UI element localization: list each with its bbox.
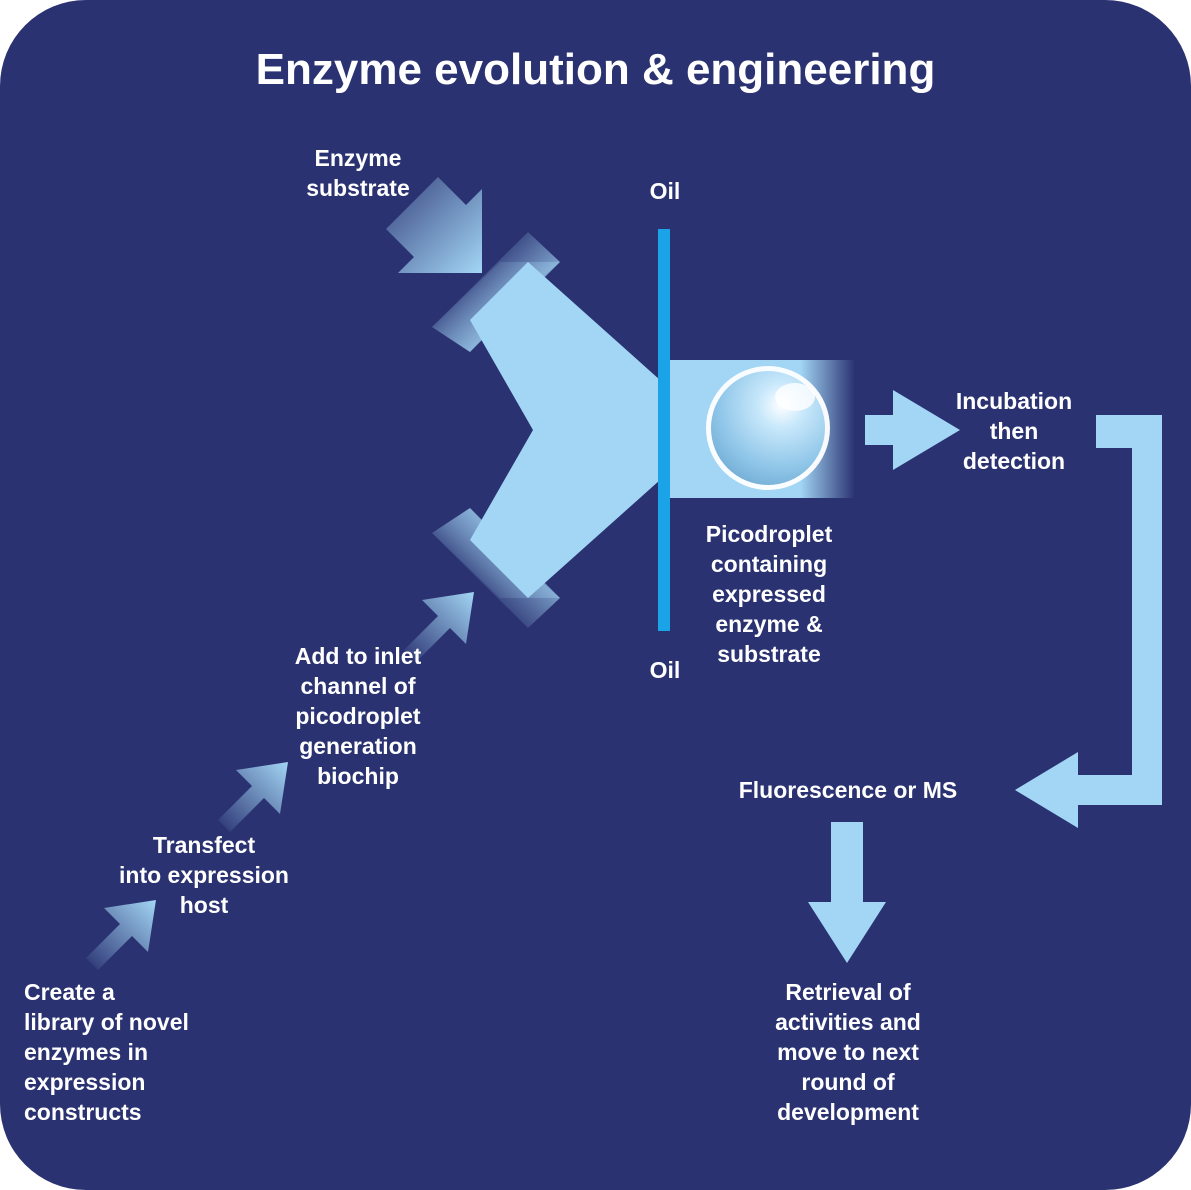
incubation-label: Incubation then detection: [955, 388, 1073, 474]
oil-line: [658, 229, 670, 631]
step-arrow-icon-3: [404, 592, 474, 662]
fluorescence-label: Fluorescence or MS: [738, 777, 958, 803]
create-library-label: Create a library of novel enzymes in exp…: [24, 979, 189, 1125]
page-title: Enzyme evolution & engineering: [255, 45, 936, 94]
droplet-icon: [706, 366, 830, 490]
substrate-arrow-icon: [386, 177, 482, 273]
add-to-inlet-label: Add to inlet channel of picodroplet gene…: [294, 643, 422, 789]
oil-top-label: Oil: [649, 178, 681, 204]
loop-bracket-arrow-icon: [1015, 415, 1162, 828]
enzyme-substrate-label: Enzyme substrate: [306, 145, 410, 201]
step-arrow-icon-2: [218, 762, 288, 832]
incubation-arrow-icon: [865, 390, 960, 470]
step-arrow-icon-1: [86, 900, 156, 970]
retrieval-arrow-icon: [808, 822, 886, 963]
transfect-label: Transfect into expression host: [119, 832, 289, 918]
chevron-channel-body: [470, 262, 660, 598]
retrieval-label: Retrieval of activities and move to next…: [775, 979, 921, 1125]
picodroplet-label: Picodroplet containing expressed enzyme …: [705, 521, 833, 667]
oil-bottom-label: Oil: [649, 657, 681, 683]
